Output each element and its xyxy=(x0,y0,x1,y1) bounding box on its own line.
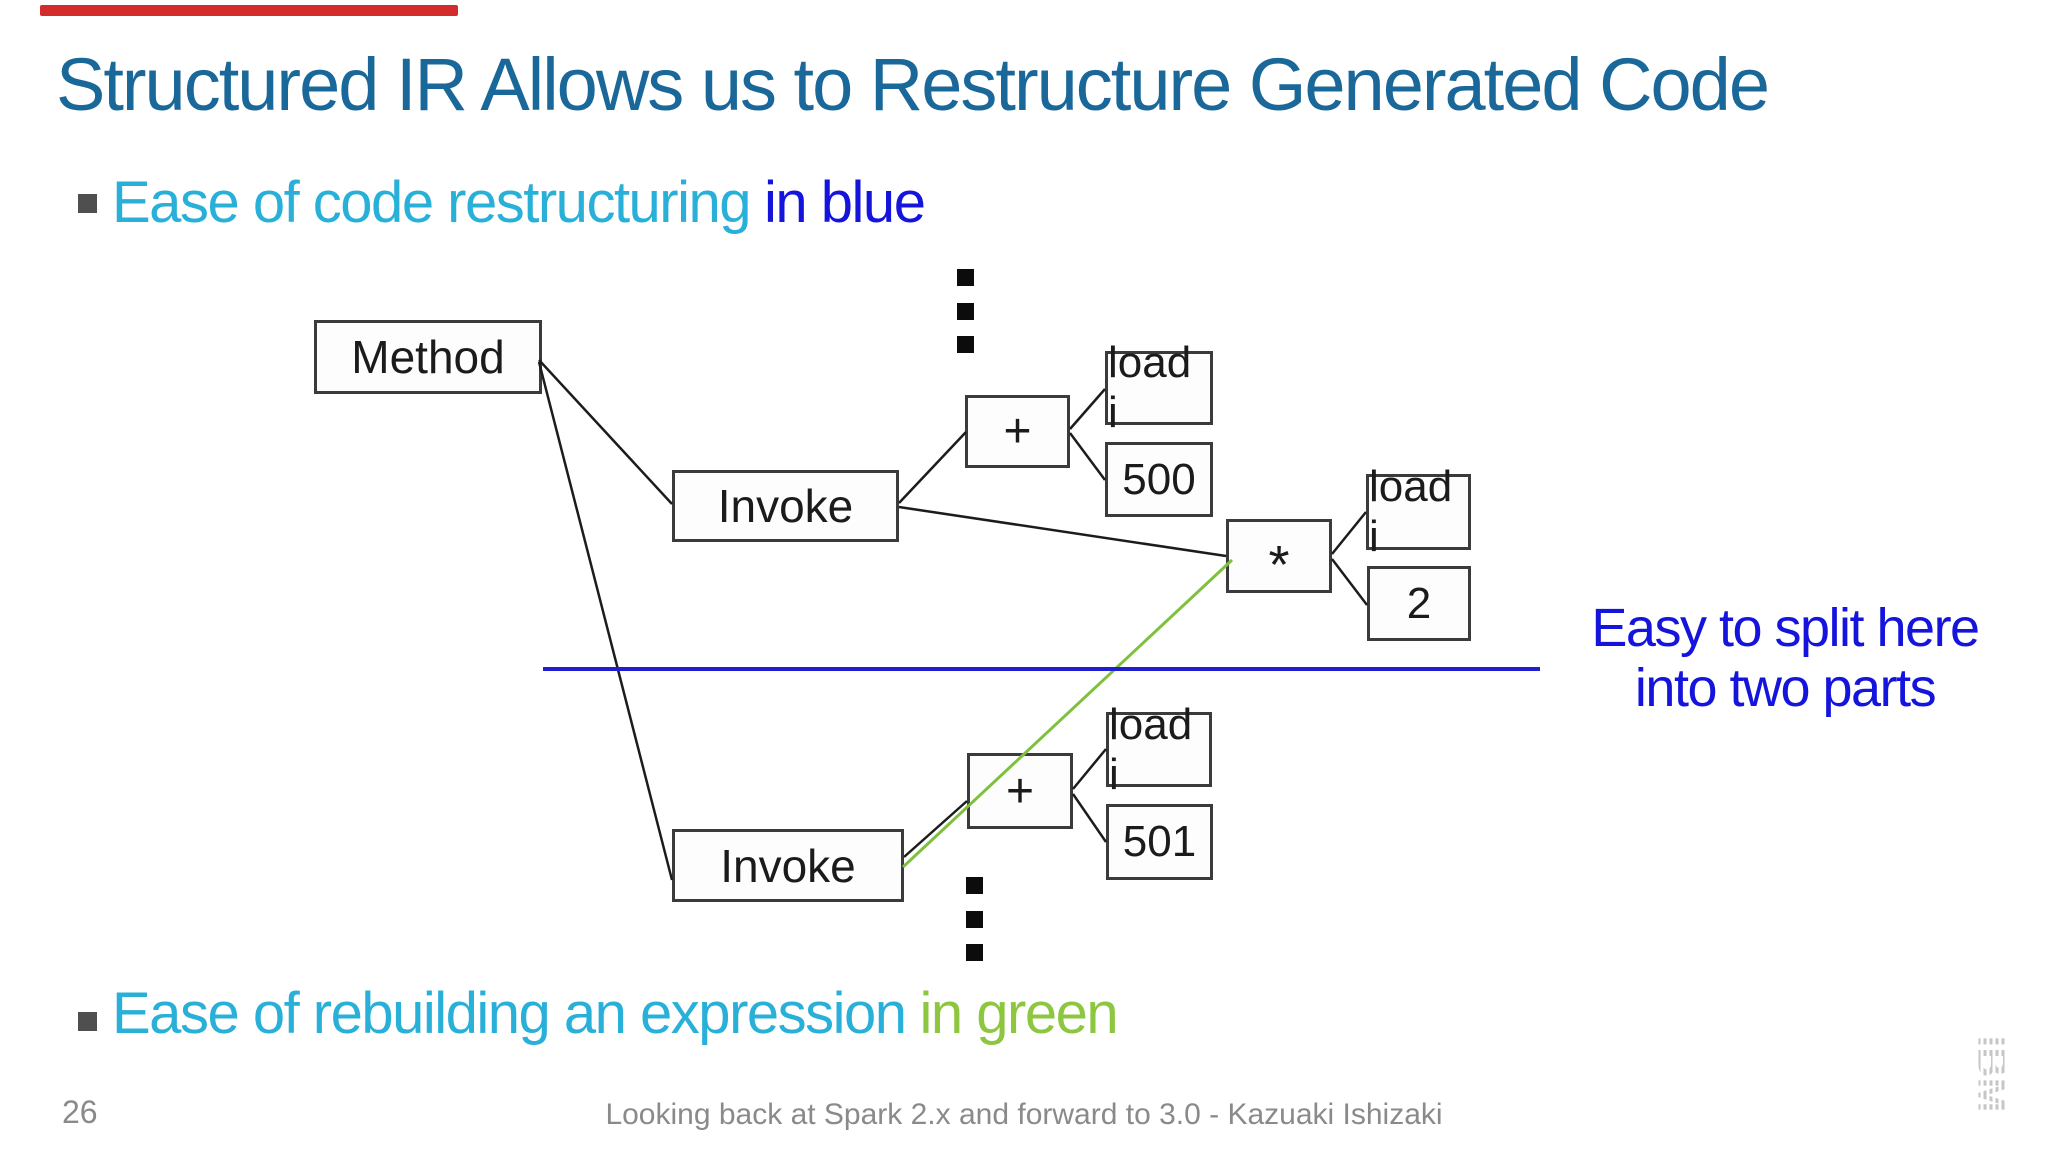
node-const-500: 500 xyxy=(1105,442,1213,517)
footer-caption: Looking back at Spark 2.x and forward to… xyxy=(605,1098,1443,1131)
edge-star-2 xyxy=(1331,558,1368,606)
bullet-bottom-highlight: in green xyxy=(919,981,1119,1046)
edge-invoke-plus-bottom xyxy=(903,800,968,858)
ellipsis-bottom-dot xyxy=(966,911,983,928)
ellipsis-top-dot xyxy=(957,269,974,286)
slide-title: Structured IR Allows us to Restructure G… xyxy=(56,43,1770,126)
edge-plus-loadi-top xyxy=(1069,388,1106,430)
bullet-square-icon xyxy=(78,1012,97,1031)
page-number: 26 xyxy=(62,1094,98,1130)
ibm-logo-icon: IBM xyxy=(1969,1035,2016,1113)
node-invoke-top: Invoke xyxy=(672,470,899,542)
edge-method-invoke-bottom xyxy=(537,361,674,881)
node-plus-bottom: + xyxy=(967,753,1073,829)
node-load-i-right: load i xyxy=(1366,462,1471,561)
edge-plus-loadi-bottom xyxy=(1072,748,1107,790)
ellipsis-bottom-dot xyxy=(966,944,983,961)
ellipsis-top-dot xyxy=(957,303,974,320)
node-method: Method xyxy=(314,320,542,394)
edge-invoke-plus-top xyxy=(898,431,967,504)
bullet-bottom-text: Ease of rebuilding an expression xyxy=(112,981,907,1046)
bullet-top-highlight: in blue xyxy=(764,170,926,235)
bullet-square-icon xyxy=(78,194,97,213)
node-const-501: 501 xyxy=(1106,804,1213,880)
edge-star-loadi xyxy=(1331,511,1367,555)
edge-method-invoke-top xyxy=(538,359,673,505)
bullet-top-text: Ease of code restructuring xyxy=(112,170,752,235)
split-annotation: Easy to split here into two parts xyxy=(1545,598,2025,719)
split-annotation-line2: into two parts xyxy=(1634,658,1937,719)
node-invoke-bottom: Invoke xyxy=(672,829,904,902)
edge-plus-500 xyxy=(1068,432,1107,481)
ellipsis-bottom-dot xyxy=(966,877,983,894)
node-load-i-top: load i xyxy=(1105,338,1213,437)
split-annotation-line1: Easy to split here xyxy=(1591,598,1980,658)
video-progress-bar[interactable] xyxy=(40,5,458,16)
node-load-i-bottom: load i xyxy=(1106,700,1212,799)
edge-plus-501 xyxy=(1071,793,1108,843)
node-star: * xyxy=(1226,519,1332,595)
ellipsis-top-dot xyxy=(957,336,974,353)
node-const-2: 2 xyxy=(1367,566,1471,641)
node-plus-top: + xyxy=(965,395,1070,468)
